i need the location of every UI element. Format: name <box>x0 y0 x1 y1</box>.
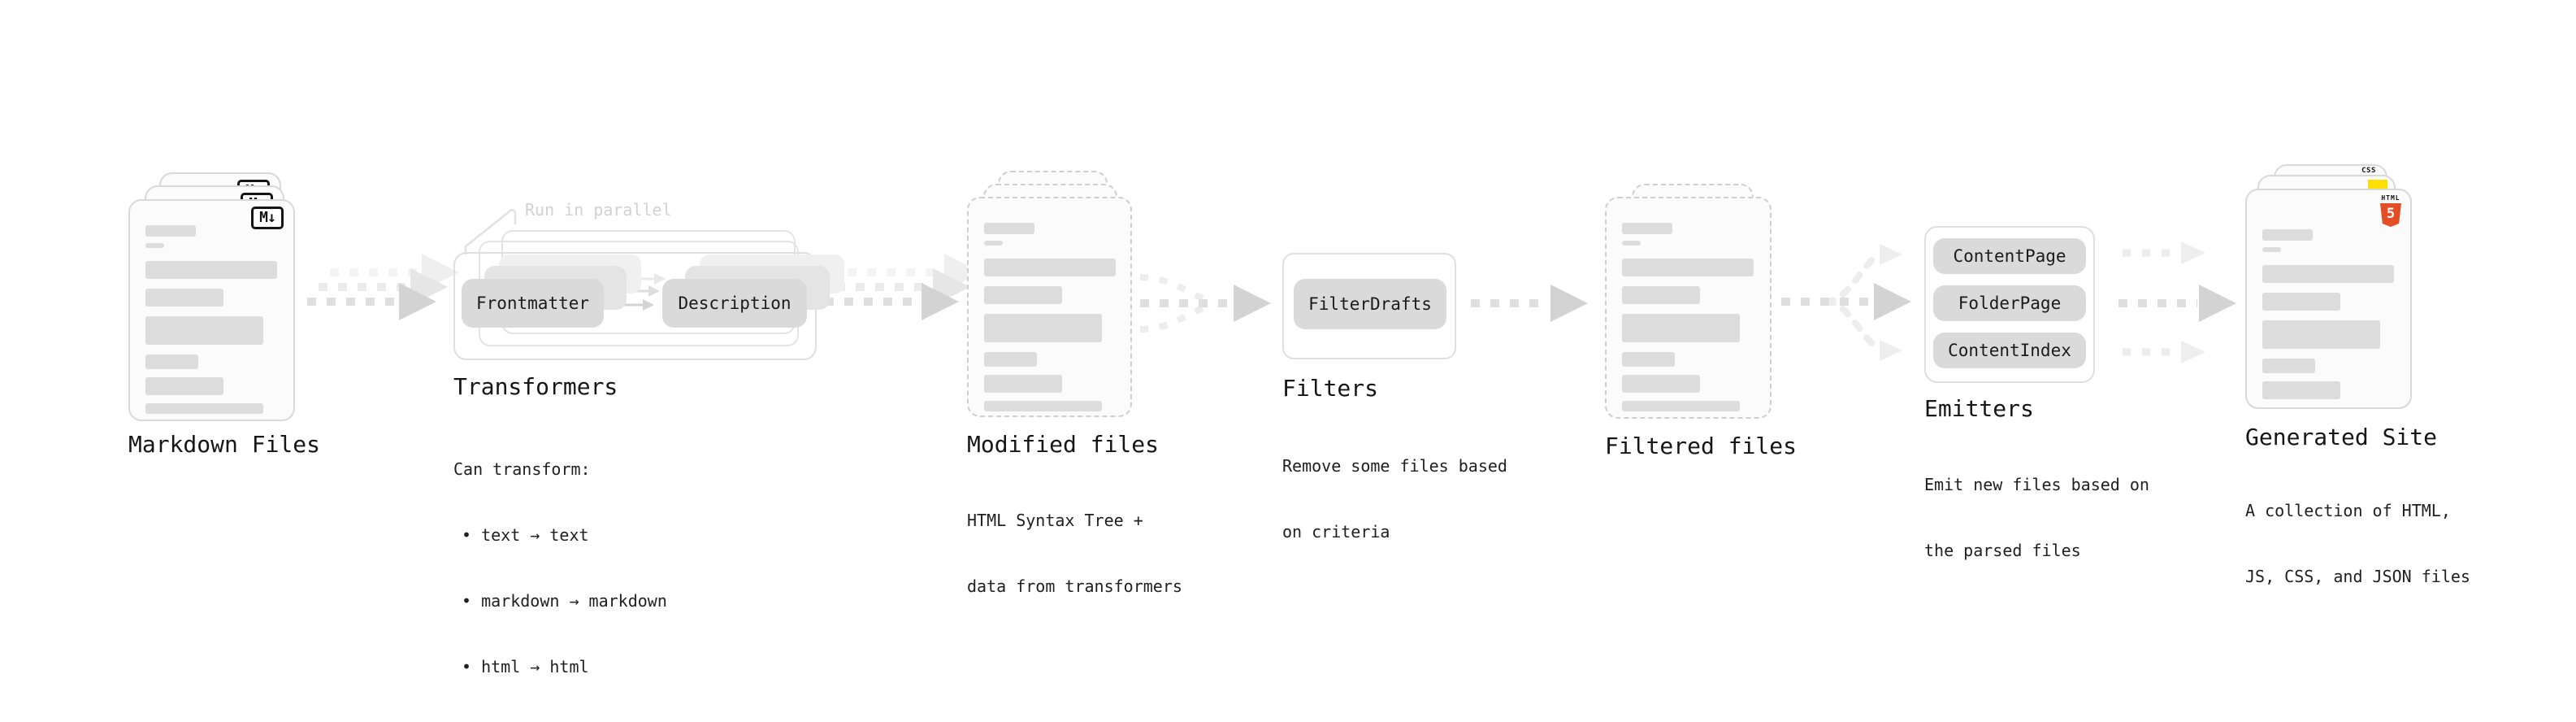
frontmatter-pill: Frontmatter <box>462 279 604 328</box>
text-placeholder-bar <box>145 316 263 345</box>
file-card-front <box>1605 197 1772 419</box>
file-card-front: M↓ <box>128 199 295 421</box>
run-in-parallel-callout: Run in parallel <box>525 200 672 220</box>
text-placeholder-bar <box>1622 375 1700 393</box>
text-placeholder-bar <box>984 241 1003 246</box>
text-placeholder-bar <box>984 314 1102 342</box>
text-placeholder-bar <box>1622 286 1700 304</box>
filters-description: Remove some files based on criteria <box>1282 411 1507 587</box>
text-placeholder-bar <box>2262 293 2340 311</box>
description-line: data from transformers <box>967 576 1182 596</box>
stage-generated-site: CSS HTML 5 Generated Site A co <box>2245 162 2473 586</box>
text-placeholder-bar <box>145 225 196 237</box>
text-placeholder-bar <box>1622 352 1675 367</box>
transformers-description-title: Can transform: <box>453 459 591 479</box>
transformers-bullet: • text → text <box>462 525 589 545</box>
file-content-placeholder <box>984 223 1116 411</box>
emitters-description: Emit new files based on the parsed files <box>1924 430 2149 606</box>
text-placeholder-bar <box>145 403 263 414</box>
text-placeholder-bar <box>145 243 164 248</box>
contentindex-pill: ContentIndex <box>1933 333 2086 368</box>
css-wordmark: CSS <box>2361 167 2376 175</box>
text-placeholder-bar <box>984 401 1102 411</box>
stage-markdown-files: M↓ M↓ M↓ Markdown Files <box>128 172 340 514</box>
stage-label-markdown-files: Markdown Files <box>128 431 321 458</box>
transformers-bullet: • markdown → markdown <box>462 591 667 611</box>
description-line: A collection of HTML, <box>2245 501 2451 520</box>
text-placeholder-bar <box>2262 229 2313 241</box>
text-placeholder-bar <box>2262 247 2281 252</box>
text-placeholder-bar <box>1622 241 1641 246</box>
text-placeholder-bar <box>145 289 223 307</box>
text-placeholder-bar <box>984 259 1116 276</box>
text-placeholder-bar <box>145 377 223 395</box>
transformers-description: Can transform: • text → text • markdown … <box>453 415 667 722</box>
description-line: HTML Syntax Tree + <box>967 511 1143 530</box>
text-placeholder-bar <box>2262 320 2380 349</box>
text-placeholder-bar <box>2262 265 2394 283</box>
file-content-placeholder <box>145 225 277 414</box>
description-line: the parsed files <box>1924 541 2081 560</box>
file-content-placeholder <box>2262 229 2394 407</box>
text-placeholder-bar <box>984 286 1062 304</box>
file-content-placeholder <box>1622 223 1754 411</box>
pipeline-diagram: M↓ M↓ M↓ Markdown Files Run in parallel … <box>128 162 2473 676</box>
text-placeholder-bar <box>1622 314 1740 342</box>
text-placeholder-bar <box>984 375 1062 393</box>
text-placeholder-bar <box>1622 259 1754 276</box>
arrow-emitters-to-site <box>2118 241 2236 363</box>
file-card-front-html: HTML 5 <box>2245 189 2412 409</box>
transformers-bullet: • html → html <box>462 657 589 676</box>
arrow-filters-to-filtered <box>1471 285 1588 322</box>
description-line: Remove some files based <box>1282 456 1507 476</box>
text-placeholder-bar <box>1622 223 1672 234</box>
filterdrafts-pill: FilterDrafts <box>1294 279 1446 329</box>
generated-site-description: A collection of HTML, JS, CSS, and JSON … <box>2245 456 2470 632</box>
modified-files-description: HTML Syntax Tree + data from transformer… <box>967 466 1182 642</box>
text-placeholder-bar <box>984 352 1037 367</box>
stage-modified-files: Modified files HTML Syntax Tree + data f… <box>967 171 1182 596</box>
html5-icon: HTML 5 <box>2379 194 2402 227</box>
text-placeholder-bar <box>2262 381 2340 399</box>
folderpage-pill: FolderPage <box>1933 285 2086 321</box>
file-card-front <box>967 197 1132 417</box>
description-line: Emit new files based on <box>1924 475 2149 494</box>
text-placeholder-bar <box>2262 359 2315 373</box>
description-line: on criteria <box>1282 522 1390 542</box>
description-pill: Description <box>662 279 807 328</box>
text-placeholder-bar <box>145 354 198 369</box>
stage-label-filters: Filters <box>1282 375 1379 402</box>
text-placeholder-bar <box>1622 401 1740 411</box>
html5-shield: 5 <box>2380 203 2401 227</box>
text-placeholder-bar <box>145 261 277 279</box>
stage-label-transformers: Transformers <box>453 373 618 400</box>
stage-filtered-files: Filtered files <box>1605 184 1816 525</box>
description-line: JS, CSS, and JSON files <box>2245 567 2470 586</box>
markdown-icon: M↓ <box>251 207 284 229</box>
contentpage-pill: ContentPage <box>1933 238 2086 274</box>
text-placeholder-bar <box>984 223 1034 234</box>
arrow-transformers-to-modified <box>825 254 982 320</box>
stage-label-filtered-files: Filtered files <box>1605 433 1798 459</box>
html5-wordmark: HTML <box>2381 194 2400 202</box>
stage-label-emitters: Emitters <box>1924 395 2034 422</box>
stage-label-generated-site: Generated Site <box>2245 424 2438 450</box>
stage-label-modified-files: Modified files <box>967 431 1160 458</box>
